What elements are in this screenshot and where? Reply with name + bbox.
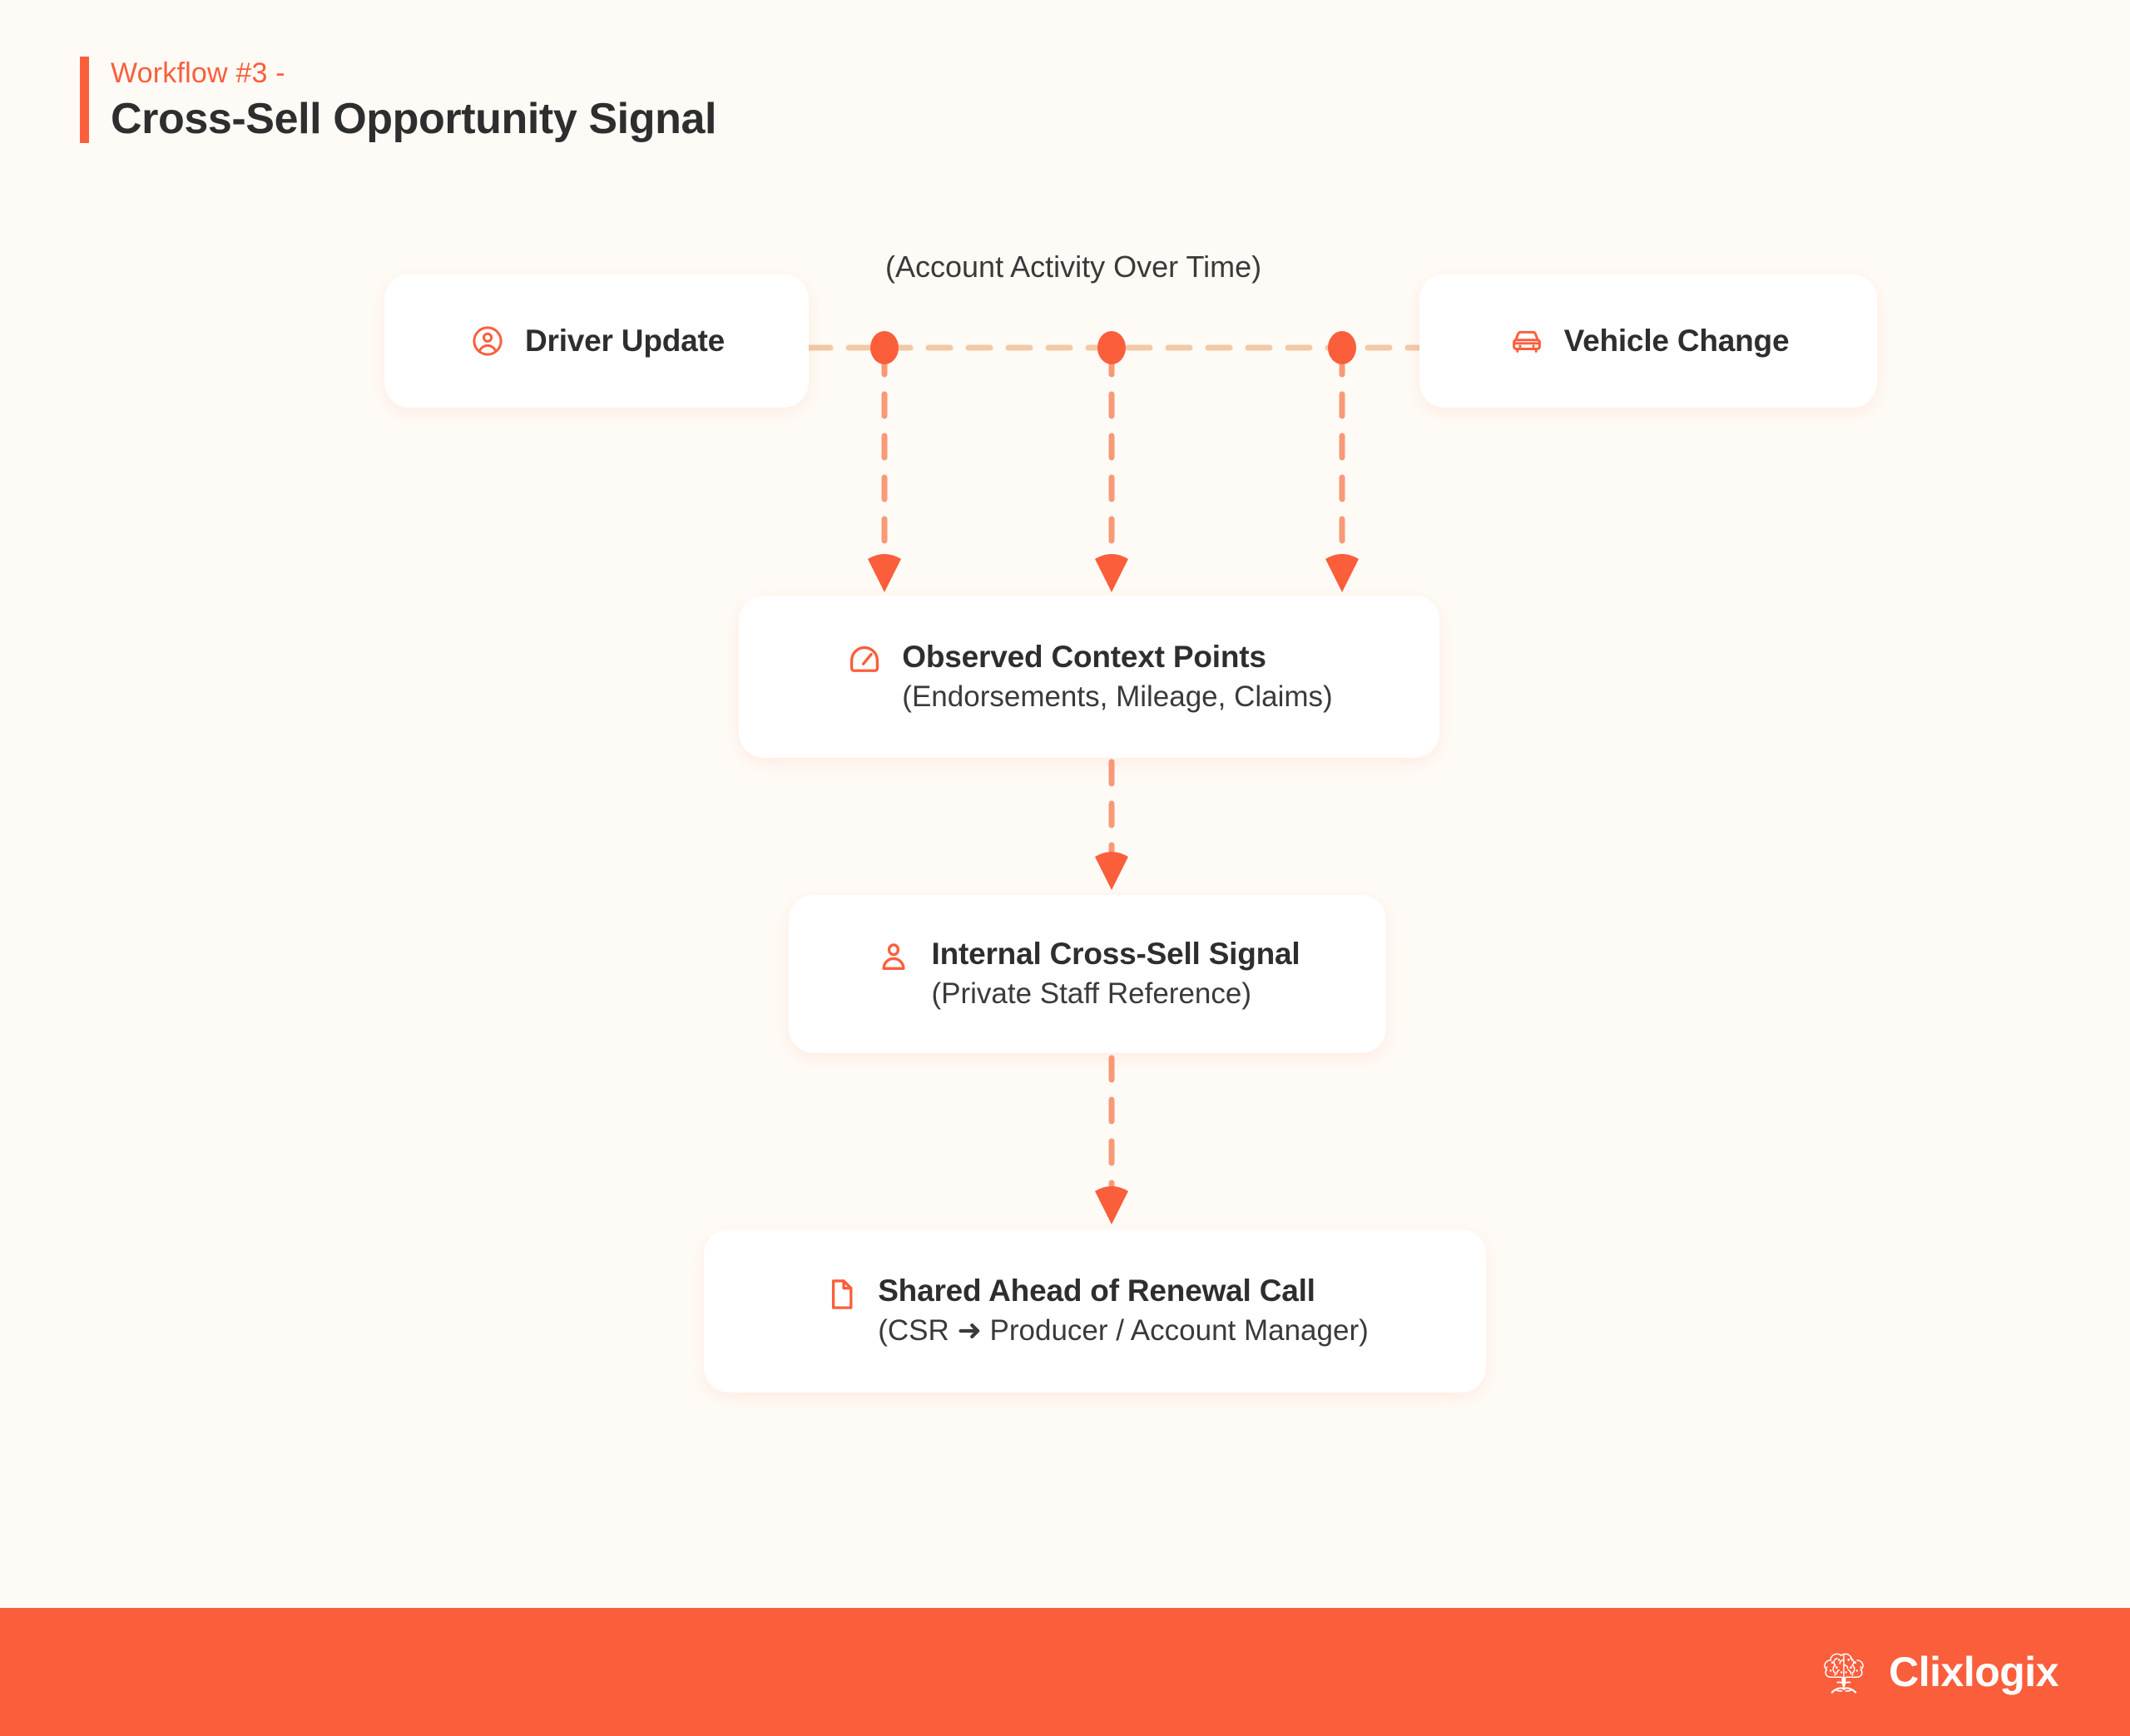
page-header: Workflow #3 - Cross-Sell Opportunity Sig… xyxy=(80,57,716,144)
person-icon xyxy=(874,938,913,977)
node-driver-update[interactable]: Driver Update xyxy=(383,273,810,409)
page-footer: Clixlogix xyxy=(0,1608,2130,1736)
node-subtitle: (Endorsements, Mileage, Claims) xyxy=(902,680,1333,713)
timeline-dot-1 xyxy=(870,331,899,364)
node-title: Internal Cross-Sell Signal xyxy=(931,937,1300,972)
arrowhead-1 xyxy=(868,554,901,592)
node-shared-ahead-of-renewal-call[interactable]: Shared Ahead of Renewal Call (CSR ➜ Prod… xyxy=(702,1228,1488,1394)
arrowhead-2 xyxy=(1095,554,1128,592)
workflow-eyebrow: Workflow #3 - xyxy=(111,57,285,89)
document-icon xyxy=(821,1275,859,1313)
node-observed-context-points[interactable]: Observed Context Points (Endorsements, M… xyxy=(737,594,1441,759)
node-title: Shared Ahead of Renewal Call xyxy=(878,1274,1315,1308)
tree-brain-logo-icon xyxy=(1814,1642,1874,1702)
car-front-icon xyxy=(1508,322,1546,360)
page-title: Cross-Sell Opportunity Signal xyxy=(111,95,717,144)
node-title: Vehicle Change xyxy=(1563,324,1790,359)
brand-lockup: Clixlogix xyxy=(1814,1642,2058,1702)
node-subtitle: (Private Staff Reference) xyxy=(931,977,1252,1011)
node-title: Observed Context Points xyxy=(902,639,1266,674)
timeline-dot-2 xyxy=(1097,331,1126,364)
arrowhead-3 xyxy=(1325,554,1359,592)
user-circle-icon xyxy=(468,322,507,360)
timeline-caption: (Account Activity Over Time) xyxy=(885,250,1262,284)
header-text-group: Workflow #3 - Cross-Sell Opportunity Sig… xyxy=(111,57,716,143)
node-vehicle-change[interactable]: Vehicle Change xyxy=(1418,273,1879,409)
node-title: Driver Update xyxy=(524,324,726,359)
node-internal-cross-sell-signal[interactable]: Internal Cross-Sell Signal (Private Staf… xyxy=(787,893,1388,1055)
gauge-icon xyxy=(845,641,884,680)
brand-name: Clixlogix xyxy=(1889,1649,2058,1695)
timeline-dot-3 xyxy=(1328,331,1356,364)
arrowhead-internal-to-shared xyxy=(1095,1186,1128,1224)
node-subtitle: (CSR ➜ Producer / Account Manager) xyxy=(878,1314,1369,1348)
arrowhead-observed-to-internal xyxy=(1095,852,1128,890)
header-accent-bar xyxy=(80,57,89,144)
